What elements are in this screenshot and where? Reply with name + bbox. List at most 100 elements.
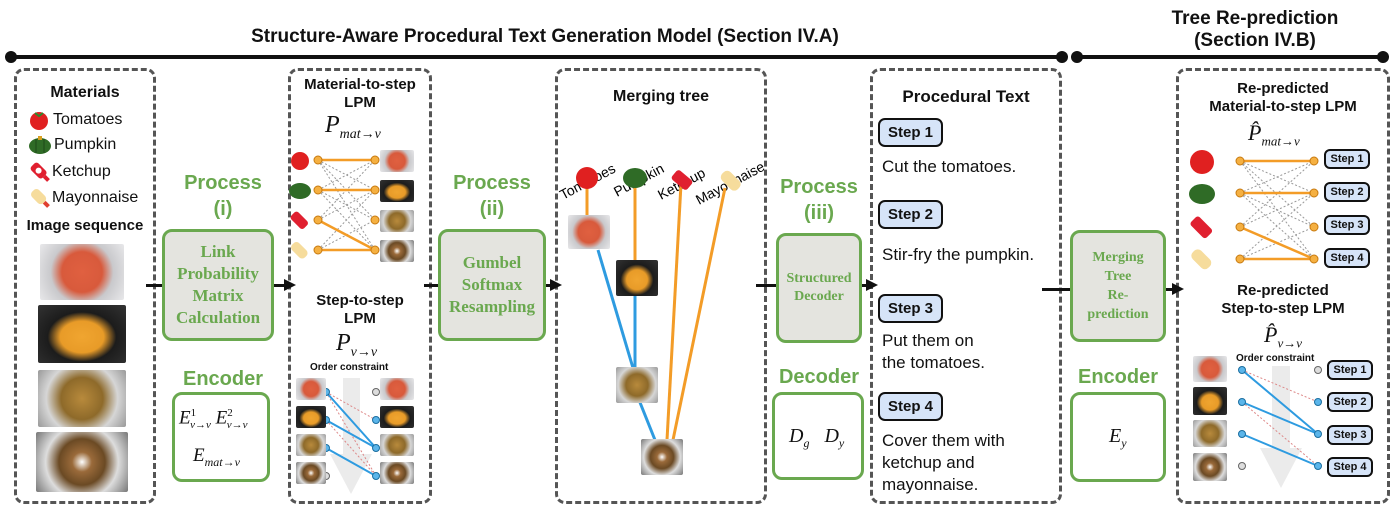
step-image-2 (38, 305, 126, 363)
merging-tree-title: Merging tree (612, 88, 709, 105)
step-badge: Step 4 (878, 392, 944, 421)
mayonnaise-icon (1191, 249, 1212, 270)
right-header-line1: Tree Re-prediction (1171, 8, 1339, 29)
step-image-4 (36, 432, 128, 492)
step-badge: Step 2 (878, 200, 944, 229)
thumb-step-2 (380, 180, 414, 202)
flow-arrow (1166, 283, 1184, 295)
pumpkin-icon (289, 183, 311, 199)
decoder-symbols: Dg Dy (789, 425, 845, 450)
step-text: Put them on the tomatoes. (882, 331, 986, 372)
step-badge: Step 1 (878, 118, 944, 147)
box-line: Calculation (175, 308, 261, 327)
merging-tree-reprediction-box: Merging Tree Re- prediction (1070, 230, 1166, 342)
pumpkin-icon (29, 136, 51, 154)
flow-line (1042, 288, 1070, 291)
repredicted-thumb-2 (1193, 387, 1227, 415)
gumbel-softmax-box: Gumbel Softmax Resampling (438, 229, 546, 341)
repredicted-step-badge: Step 1 (1327, 360, 1373, 380)
material-label: Mayonnaise (52, 189, 139, 206)
process-label: Process (184, 172, 262, 194)
pumpkin-icon (1189, 184, 1215, 204)
thumb-right-1 (380, 378, 414, 400)
tomato-icon (1190, 150, 1214, 174)
thumb-left-2 (296, 406, 326, 428)
ketchup-icon (671, 170, 693, 190)
repredicted-step-badge: Step 1 (1324, 149, 1370, 169)
process-number: (ii) (479, 198, 505, 220)
step-image-3 (38, 370, 126, 427)
box-line: Softmax (461, 275, 523, 294)
repredicted-step-badge: Step 4 (1327, 457, 1373, 477)
material-to-step-graph (289, 152, 380, 259)
repredicted-step-badge: Step 2 (1324, 182, 1370, 202)
repredicted-thumb-3 (1193, 420, 1227, 447)
mayonnaise-icon (31, 189, 50, 208)
box-line: Matrix (192, 286, 244, 305)
repredicted-step-badge: Step 4 (1324, 248, 1370, 268)
repredicted-step-badge: Step 3 (1327, 425, 1373, 445)
tree-node-step-4 (641, 439, 683, 475)
main-section-header: Structure-Aware Procedural Text Generati… (251, 26, 839, 47)
thumb-left-3 (296, 434, 326, 456)
step-to-step-graph (322, 378, 380, 494)
structured-decoder-box: Structured Decoder (776, 233, 862, 343)
material-to-step-title: Material-to-step LPM (304, 76, 416, 111)
thumb-step-1 (380, 150, 414, 172)
step-to-step-title: Step-to-step LPM (316, 292, 404, 327)
encoder-symbol-emat: Emat→v (193, 445, 240, 469)
step-text: Stir-fry the pumpkin. (882, 245, 1035, 264)
pumpkin-icon (623, 168, 647, 188)
box-line: Re- (1107, 288, 1129, 303)
box-line: Decoder (794, 289, 844, 304)
ketchup-icon (30, 162, 50, 182)
thumb-left-4 (296, 462, 326, 484)
right-section-header: Tree Re-prediction (Section IV.B) (1140, 8, 1370, 52)
box-line: Link (200, 242, 236, 261)
flow-line (756, 284, 776, 287)
material-label: Pumpkin (54, 136, 117, 153)
timeline-dot (1071, 51, 1083, 63)
repredicted-mat-graph (1189, 150, 1319, 270)
encoder-1-box: E1v→v E2v→v Emat→v (172, 392, 270, 482)
material-item: Tomatoes (28, 110, 122, 130)
thumb-step-4 (380, 240, 414, 262)
merging-tree-graph: Tomatoes Pumpkin Ketchup Mayonnaise (557, 158, 767, 441)
tree-node-step-1 (568, 215, 610, 249)
tomato-icon (30, 112, 48, 130)
order-constraint-label: Order constraint (310, 362, 389, 373)
material-label: Ketchup (52, 163, 111, 180)
order-arrow (330, 378, 372, 494)
thumb-right-4 (380, 462, 414, 484)
repredicted-step-badge: Step 2 (1327, 392, 1373, 412)
thumb-left-1 (296, 378, 326, 400)
decoder-title: Decoder (778, 366, 860, 388)
material-item: Ketchup (28, 160, 111, 184)
process-number: (iii) (804, 202, 834, 224)
ketchup-icon (290, 211, 308, 229)
process-3-title: Process (iii) (770, 174, 868, 226)
encoder-symbol-e1: E1v→v E2v→v (179, 407, 248, 432)
repredicted-thumb-4 (1193, 453, 1227, 481)
mayonnaise-icon (291, 242, 308, 259)
box-line: prediction (1087, 307, 1149, 322)
timeline-dot (5, 51, 17, 63)
flow-line (424, 284, 438, 287)
procedural-text-title: Procedural Text (902, 87, 1030, 106)
order-constraint-label-2: Order constraint (1236, 353, 1315, 364)
p-hat-mat-symbol: P̂mat→v (1248, 120, 1300, 149)
process-number: (i) (213, 198, 233, 220)
tomato-icon (291, 152, 309, 170)
p-mat-symbol: Pmat→v (325, 112, 381, 142)
step-image-1 (40, 244, 124, 300)
repredicted-step-badge: Step 3 (1324, 215, 1370, 235)
step-text: Cover them with ketchup and mayonnaise. (882, 431, 1005, 494)
step-badge: Step 3 (878, 294, 944, 323)
flow-arrow (862, 279, 878, 291)
process-label: Process (780, 176, 858, 198)
order-arrow (1260, 366, 1302, 488)
repredicted-step-graph (1238, 366, 1322, 488)
material-item: Pumpkin (28, 135, 116, 155)
thumb-right-3 (380, 434, 414, 456)
mayonnaise-icon (720, 170, 741, 191)
